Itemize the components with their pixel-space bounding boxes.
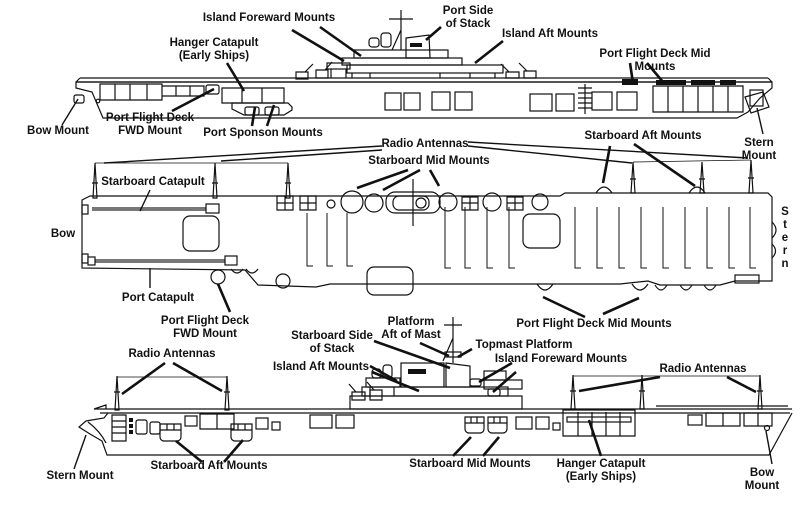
label-bow-mount-bottom: Bow Mount	[744, 467, 780, 492]
hangar-catapult	[562, 409, 636, 437]
deck-edge-elevator	[366, 266, 414, 296]
label-port-catapult: Port Catapult	[121, 292, 195, 304]
label-port-side-of-stack: Port Side of Stack	[442, 5, 494, 30]
deck-mid-mount	[622, 79, 638, 85]
radio-antenna-masts-side	[114, 374, 763, 411]
port-catapult-track	[95, 259, 225, 263]
label-island-aft-mounts-bottom: Island Aft Mounts	[272, 361, 370, 373]
starboard-mid-mount-tub	[487, 416, 508, 434]
island-forward-platform	[326, 62, 351, 70]
starboard-aft-mount-tub	[230, 423, 253, 442]
starboard-aft-mount-bumps	[595, 186, 706, 194]
bridge-block	[400, 362, 445, 388]
stern-curve	[87, 421, 107, 444]
label-radio-antennas-bottom-right: Radio Antennas	[659, 363, 747, 375]
label-topmast-platform: Topmast Platform	[475, 339, 573, 351]
stack-slot	[410, 43, 422, 47]
bridge-slot	[408, 369, 426, 374]
label-port-flight-deck-fwd-mount-top: Port Flight Deck FWD Mount	[105, 112, 195, 137]
label-stern-mount-bottom: Stern Mount	[46, 470, 114, 482]
gun-mount-band	[276, 190, 549, 214]
hull-outline	[77, 412, 793, 456]
label-starboard-catapult: Starboard Catapult	[101, 176, 205, 188]
sponson-mount	[244, 106, 260, 116]
stack	[445, 362, 471, 388]
mast	[389, 10, 413, 51]
starboard-mid-mount-tub	[464, 416, 485, 434]
label-island-foreward-mounts-top: Island Foreward Mounts	[202, 12, 336, 24]
island-structure	[348, 317, 523, 410]
arresting-gear-lines	[306, 207, 756, 269]
stern-edge-bumps	[771, 221, 777, 259]
fwd-deck-mount	[205, 84, 220, 95]
label-port-flight-deck-mid-mounts-top: Port Flight Deck Mid Mounts	[599, 48, 711, 73]
starboard-side-ship-drawing	[77, 317, 793, 456]
island-forward-mount	[487, 388, 501, 397]
island-structure	[295, 10, 537, 80]
director-dome	[380, 32, 392, 48]
starboard-aft-mount-tub	[159, 423, 182, 442]
label-starboard-side-of-stack: Starboard Side of Stack	[291, 330, 373, 355]
island-forward-guns	[295, 61, 333, 80]
label-platform-aft-of-mast: Platform Aft of Mast	[381, 316, 441, 341]
hull-outline	[75, 81, 773, 119]
label-island-foreward-mounts-bottom: Island Foreward Mounts	[494, 353, 628, 365]
port-side-ship-drawing	[73, 10, 773, 119]
island-forward-mount	[469, 378, 482, 387]
label-radio-antennas-bottom-left: Radio Antennas	[128, 348, 216, 360]
label-starboard-mid-mounts-mid: Starboard Mid Mounts	[368, 155, 490, 167]
label-starboard-aft-mounts-mid: Starboard Aft Mounts	[584, 130, 702, 142]
flight-deck-edge	[75, 77, 773, 83]
label-stern-vertical: S t e r n	[781, 206, 789, 270]
aft-elevator	[522, 213, 561, 249]
port-edge-mounts	[210, 268, 717, 291]
label-starboard-mid-mounts-bottom: Starboard Mid Mounts	[409, 458, 531, 470]
bow-fairlead	[95, 98, 101, 104]
island-plan	[385, 179, 441, 226]
island-aft-guns	[348, 381, 383, 401]
stern-mount-shape	[744, 91, 770, 114]
label-bow-mount-top: Bow Mount	[27, 125, 89, 137]
island-aft-guns	[500, 62, 537, 79]
deck-outline	[81, 192, 773, 288]
starboard-catapult-track	[92, 207, 208, 211]
label-port-flight-deck-fwd-mount-mid: Port Flight Deck FWD Mount	[160, 315, 250, 340]
label-port-sponson-mounts: Port Sponson Mounts	[203, 127, 323, 139]
hull-galleries	[111, 409, 773, 442]
label-port-flight-deck-mid-mounts-mid: Port Flight Deck Mid Mounts	[516, 318, 672, 330]
forward-elevator	[182, 215, 220, 252]
catapult-tracks	[87, 203, 238, 266]
accommodation-ladder	[578, 84, 592, 114]
director-dome	[368, 37, 380, 48]
label-hanger-catapult-top: Hanger Catapult (Early Ships)	[169, 37, 259, 62]
label-stern-mount-top: Stern Mount	[741, 137, 777, 162]
label-bow: Bow	[50, 228, 76, 240]
leader-lines-thick	[121, 25, 757, 464]
plan-view-ship-drawing	[81, 159, 777, 296]
port-sponson	[231, 102, 293, 116]
radio-antenna-masts-plan	[92, 159, 754, 199]
leader-lines-thin	[61, 98, 773, 470]
label-starboard-aft-mounts-bottom: Starboard Aft Mounts	[150, 460, 268, 472]
bow-mount-tub	[73, 94, 85, 104]
label-hanger-catapult-bottom: Hanger Catapult (Early Ships)	[556, 458, 646, 483]
label-island-aft-mounts-top: Island Aft Mounts	[501, 28, 599, 40]
label-radio-antennas-mid: Radio Antennas	[381, 138, 469, 150]
hull-galleries	[99, 79, 764, 116]
hangar-opening	[221, 87, 285, 104]
